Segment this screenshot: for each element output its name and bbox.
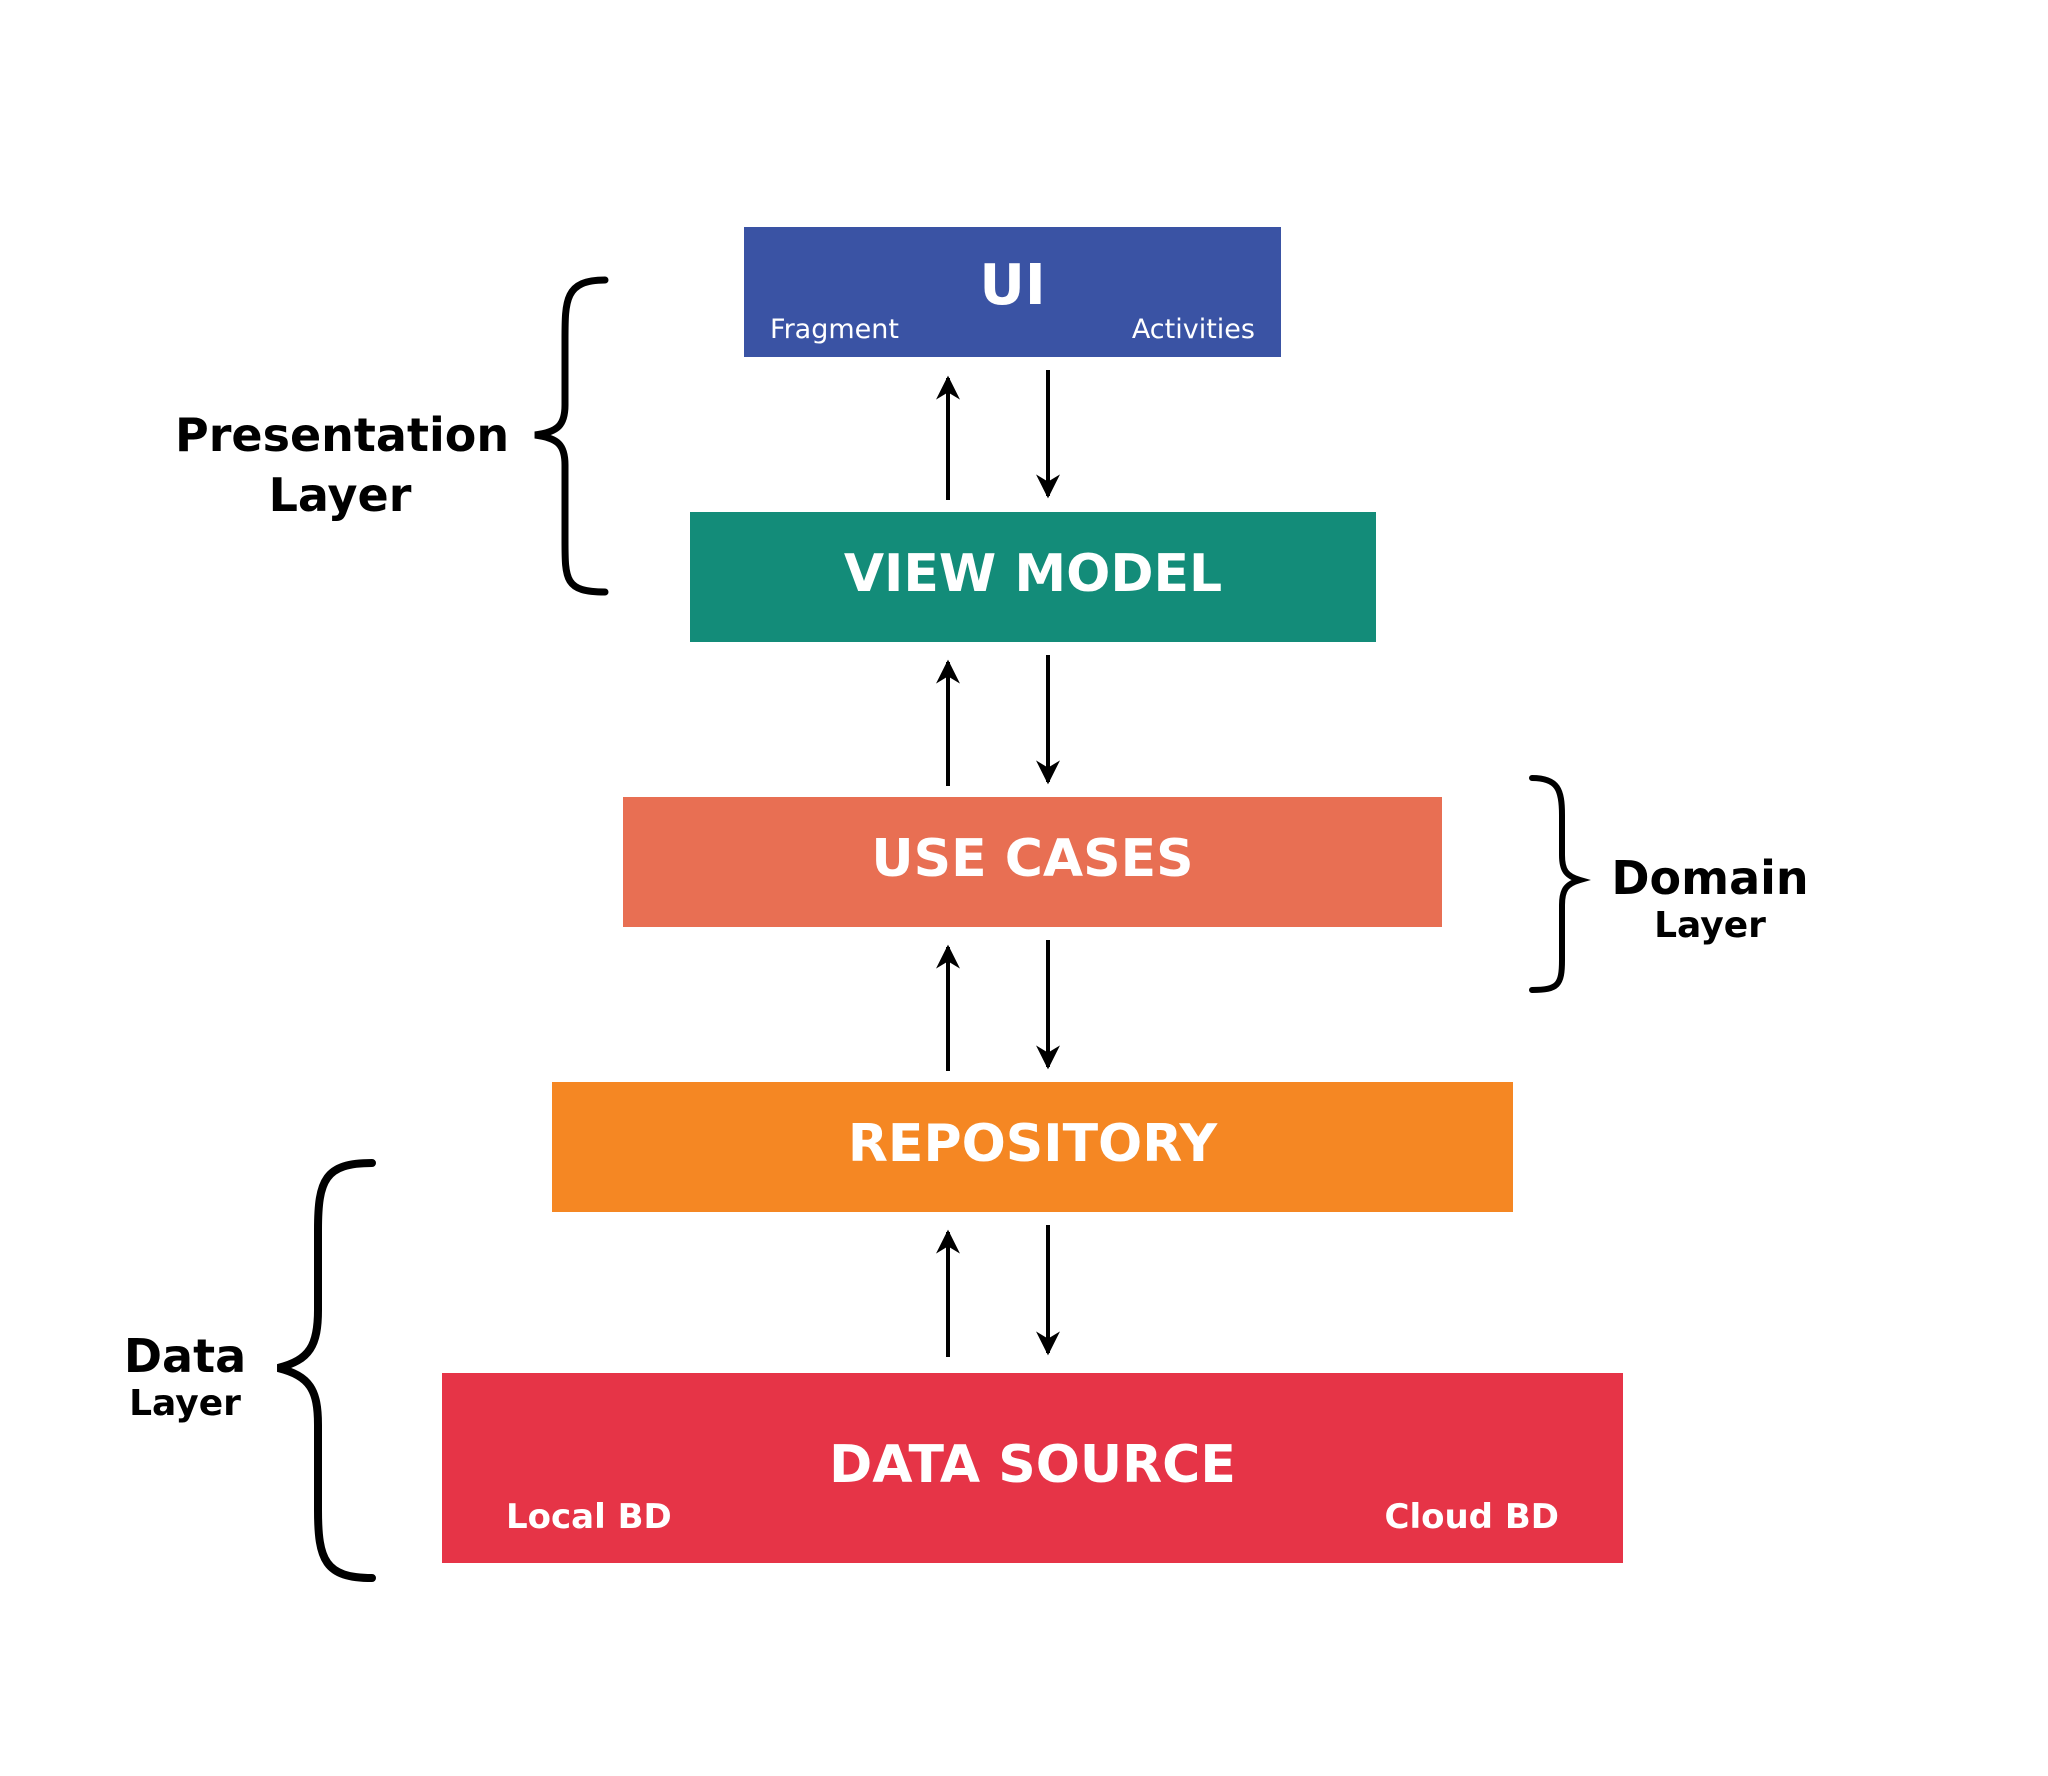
presentation-layer-label-line2: Layer	[268, 468, 412, 522]
use-cases-layer-box: USE CASES	[623, 797, 1442, 927]
data-layer-label-line2: Layer	[129, 1383, 241, 1424]
connector-usecases-repository	[936, 940, 1060, 1071]
view-model-layer-box: VIEW MODEL	[690, 512, 1376, 642]
cloud-bd-label: Cloud BD	[1384, 1497, 1559, 1537]
use-cases-layer-title: USE CASES	[871, 829, 1194, 889]
presentation-layer-label: Presentation Layer	[175, 405, 509, 525]
domain-layer-label: Domain Layer	[1595, 850, 1825, 946]
activities-label: Activities	[1131, 314, 1255, 345]
view-model-layer-title: VIEW MODEL	[843, 544, 1223, 604]
ui-layer-box: UI Fragment Activities	[744, 227, 1281, 357]
data-source-layer-title: DATA SOURCE	[829, 1435, 1236, 1495]
data-brace-icon	[276, 1159, 376, 1582]
domain-layer-label-line2: Layer	[1654, 905, 1766, 946]
repository-layer-box: REPOSITORY	[552, 1082, 1513, 1212]
ui-layer-title: UI	[979, 253, 1046, 318]
data-source-layer-box: DATA SOURCE Local BD Cloud BD	[442, 1373, 1623, 1563]
connector-repository-datasource	[936, 1225, 1060, 1357]
presentation-layer-label-line1: Presentation	[175, 408, 510, 462]
connector-ui-viewmodel	[936, 370, 1060, 500]
presentation-brace-icon	[534, 276, 609, 596]
local-bd-label: Local BD	[506, 1497, 672, 1537]
connector-viewmodel-usecases	[936, 655, 1060, 786]
repository-layer-title: REPOSITORY	[847, 1114, 1218, 1174]
domain-brace-icon	[1529, 775, 1591, 993]
data-layer-label-line1: Data	[123, 1329, 247, 1383]
data-layer-label: Data Layer	[110, 1328, 260, 1424]
fragment-label: Fragment	[770, 314, 899, 345]
domain-layer-label-line1: Domain	[1611, 851, 1809, 905]
